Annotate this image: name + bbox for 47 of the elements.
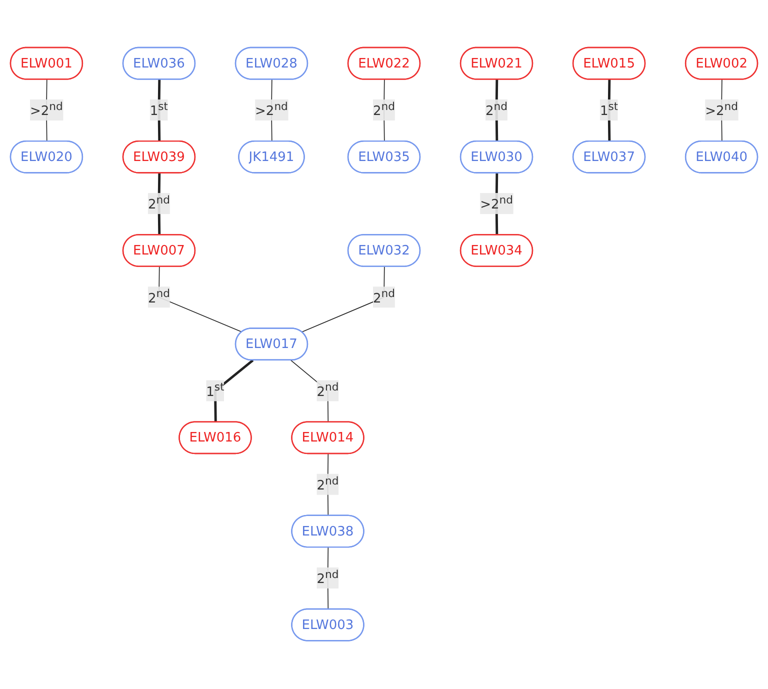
sample-node: ELW028 bbox=[234, 47, 308, 80]
edge-label: 1$^{st}$ bbox=[150, 100, 168, 122]
edge-label: 1$^{st}$ bbox=[206, 380, 224, 402]
edge-label: >2$^{nd}$ bbox=[255, 100, 288, 122]
edge-label: 2$^{nd}$ bbox=[373, 287, 395, 308]
link-line bbox=[158, 80, 161, 142]
link-line bbox=[327, 547, 329, 610]
sample-node: ELW022 bbox=[347, 47, 421, 80]
edge-label: 2$^{nd}$ bbox=[316, 568, 339, 590]
edge-label: 2$^{nd}$ bbox=[373, 100, 395, 122]
link-line bbox=[158, 174, 161, 236]
sample-node: ELW037 bbox=[572, 140, 646, 174]
sample-node: ELW017 bbox=[234, 328, 308, 361]
edge-label: 1$^{st}$ bbox=[600, 100, 618, 122]
edge-label: 2$^{nd}$ bbox=[148, 193, 170, 215]
edge-label: 2$^{nd}$ bbox=[316, 380, 339, 402]
link-line bbox=[158, 266, 242, 333]
sample-node: ELW020 bbox=[10, 140, 84, 174]
sample-node: ELW034 bbox=[460, 234, 534, 268]
link-line bbox=[608, 80, 611, 142]
sample-node: ELW001 bbox=[10, 47, 84, 80]
sample-node: ELW003 bbox=[291, 608, 364, 642]
link-line bbox=[214, 360, 254, 423]
sample-node: ELW007 bbox=[122, 234, 196, 268]
link-line bbox=[495, 80, 498, 142]
sample-node: ELW035 bbox=[347, 140, 421, 174]
sample-node: ELW039 bbox=[122, 140, 196, 174]
sample-node: ELW016 bbox=[178, 422, 252, 454]
edge-label: >2$^{nd}$ bbox=[480, 193, 513, 215]
sample-node: ELW038 bbox=[291, 515, 364, 548]
sample-node: ELW002 bbox=[684, 47, 758, 80]
link-line bbox=[327, 454, 329, 517]
link-line bbox=[301, 266, 385, 333]
edge-label: >2$^{nd}$ bbox=[30, 100, 63, 122]
sample-node: ELW040 bbox=[684, 140, 758, 174]
edge-label: 2$^{nd}$ bbox=[148, 287, 170, 308]
sample-node: ELW032 bbox=[347, 234, 421, 268]
sample-node: ELW036 bbox=[122, 47, 196, 80]
link-line bbox=[384, 80, 385, 142]
edge-label: 2$^{nd}$ bbox=[486, 100, 508, 122]
edge-label: >2$^{nd}$ bbox=[705, 100, 738, 122]
link-line bbox=[290, 360, 329, 424]
sample-node: ELW014 bbox=[291, 422, 364, 454]
sample-node: ELW015 bbox=[572, 47, 646, 80]
sample-node: ELW030 bbox=[460, 140, 534, 174]
sample-node: ELW021 bbox=[460, 47, 534, 80]
edge-label: 2$^{nd}$ bbox=[316, 474, 339, 496]
